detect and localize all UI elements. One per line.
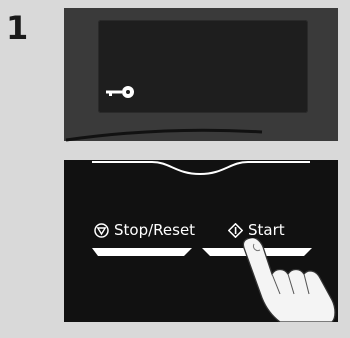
- key-icon: [106, 85, 136, 99]
- start-label: Start: [248, 221, 285, 239]
- stop-reset-button[interactable]: Stop/Reset: [94, 221, 195, 239]
- start-icon: [228, 223, 243, 238]
- display-screen: [98, 20, 308, 113]
- step-number: 1: [6, 12, 28, 44]
- panel-separator: [64, 122, 264, 146]
- stop-reset-label: Stop/Reset: [114, 221, 195, 239]
- stop-icon: [94, 223, 109, 238]
- hand-pointer-icon: [236, 238, 338, 322]
- start-button[interactable]: Start: [228, 221, 285, 239]
